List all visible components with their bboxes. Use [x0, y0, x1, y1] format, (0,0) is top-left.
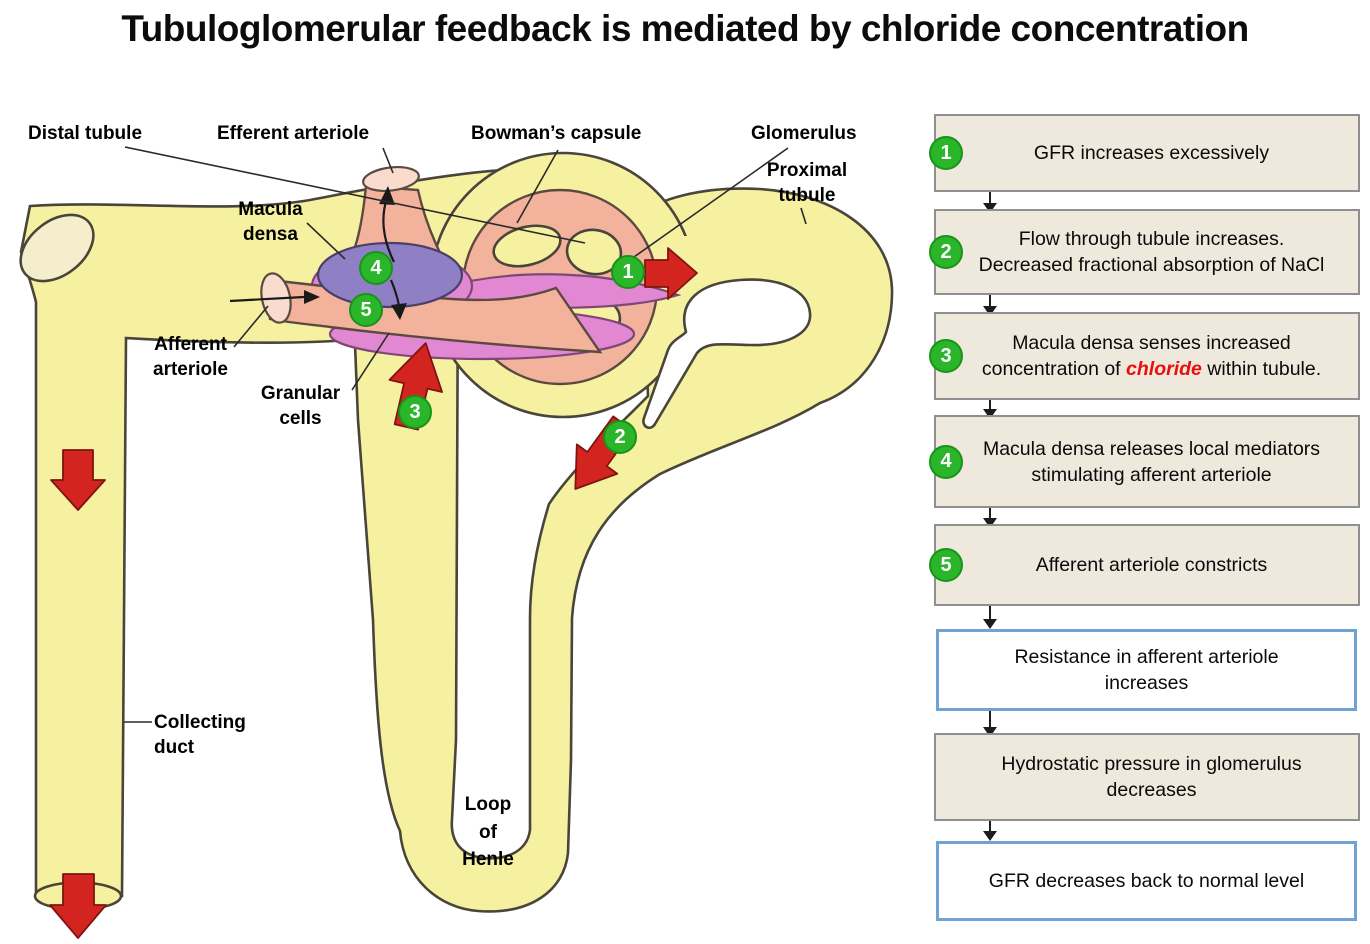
step-number-badge: 4 — [929, 444, 963, 479]
step-text: GFR increases excessively — [1033, 142, 1270, 164]
flow-arrow-1-icon — [644, 247, 698, 300]
chloride-highlight: chloride — [1126, 358, 1202, 380]
bowmans-capsule-label: Bowman’s capsule — [471, 123, 642, 144]
tubule-loop-shape — [350, 187, 894, 913]
diagram-badge-2: 2 — [603, 420, 637, 454]
step-text: Hydrostatic pressure in glomerulus decre… — [1001, 753, 1302, 801]
collecting-duct-label: Collecting duct — [154, 712, 246, 759]
step-text: Macula densa releases local mediators st… — [982, 437, 1321, 486]
flowchart-step-8: GFR decreases back to normal level — [920, 841, 1370, 921]
flowchart-box: Macula densa senses increased concentrat… — [934, 312, 1360, 400]
flowchart-step-4: 4 Macula densa releases local mediators … — [920, 415, 1370, 508]
flowchart-box: GFR increases excessively — [934, 114, 1360, 192]
afferent-arteriole-label: Afferent arteriole — [153, 334, 228, 381]
diagram-badge-3: 3 — [398, 395, 432, 429]
afferent-flow-arrow-icon — [229, 295, 305, 303]
loop-of-henle-label: Loop of Henle — [462, 794, 514, 871]
step-number-badge: 1 — [929, 136, 963, 170]
label-line-glomerulus — [633, 147, 789, 258]
step-number-badge: 3 — [929, 339, 963, 373]
feedback-flowchart: 1 GFR increases excessively 2 Flow throu… — [920, 114, 1370, 921]
afferent-flow-arrowhead-icon — [304, 290, 320, 304]
flowchart-step-7: Hydrostatic pressure in glomerulus decre… — [920, 733, 1370, 821]
down-arrow-icon — [982, 711, 998, 737]
flowchart-step-3: 3 Macula densa senses increased concentr… — [920, 312, 1370, 400]
down-arrow-icon — [982, 188, 998, 213]
step-text: Afferent arteriole constricts — [1035, 554, 1268, 576]
glomerulus-label: Glomerulus — [751, 123, 857, 144]
macula-to-arteriole-arrowhead-icon — [391, 303, 407, 320]
proximal-tubule-label: Proximal tubule — [766, 160, 848, 207]
flowchart-box: Flow through tubule increases. Decreased… — [934, 209, 1360, 295]
flowchart-box: Macula densa releases local mediators st… — [934, 415, 1360, 508]
down-arrow-icon — [982, 817, 998, 841]
flowchart-step-1: 1 GFR increases excessively — [920, 114, 1370, 192]
granular-cells-label: Granular cells — [260, 383, 341, 430]
flow-arrow-duct-outlet-icon — [49, 873, 107, 939]
step-text: Flow through tubule increases. Decreased… — [978, 228, 1325, 276]
diagram-badge-1: 1 — [611, 255, 645, 289]
flowchart-step-6: Resistance in afferent arteriole increas… — [920, 629, 1370, 711]
step-text: Macula densa senses increased concentrat… — [981, 332, 1322, 380]
label-line-bowmans-capsule — [516, 149, 559, 224]
diagram-badge-5: 5 — [349, 293, 383, 327]
collecting-duct-opening — [19, 213, 95, 283]
nephron-diagram — [19, 146, 894, 939]
flow-arrow-collecting-duct-icon — [50, 449, 106, 511]
flowchart-box: Afferent arteriole constricts — [934, 524, 1360, 606]
down-arrow-icon — [982, 504, 998, 528]
step-text: Resistance in afferent arteriole increas… — [1014, 646, 1279, 694]
efferent-arteriole-label: Efferent arteriole — [217, 123, 370, 144]
step-text: GFR decreases back to normal level — [988, 870, 1305, 892]
label-line-granular-cells — [351, 332, 390, 391]
flowchart-step-5: 5 Afferent arteriole constricts — [920, 524, 1370, 606]
proximal-loop-gap — [642, 278, 812, 430]
page-title: Tubuloglomerular feedback is mediated by… — [121, 8, 1249, 49]
efferent-arteriole-opening — [362, 165, 420, 193]
distal-tubule-label: Distal tubule — [28, 123, 143, 144]
diagram-badge-4: 4 — [359, 251, 393, 285]
down-arrow-icon — [982, 396, 998, 419]
label-line-distal-tubule — [124, 146, 586, 244]
label-line-efferent-arteriole — [382, 147, 394, 174]
flowchart-step-2: 2 Flow through tubule increases. Decreas… — [920, 209, 1370, 295]
flowchart-box: Resistance in afferent arteriole increas… — [936, 629, 1357, 711]
label-line-macula-densa — [306, 222, 346, 260]
label-line-proximal-tubule — [800, 207, 807, 225]
step-number-badge: 2 — [929, 235, 963, 269]
down-arrow-icon — [982, 291, 998, 316]
step-number-badge: 5 — [929, 548, 963, 582]
macula-densa-label: Macula densa — [238, 199, 303, 246]
flowchart-box: GFR decreases back to normal level — [936, 841, 1357, 921]
label-line-afferent-arteriole — [233, 305, 269, 348]
flowchart-box: Hydrostatic pressure in glomerulus decre… — [934, 733, 1360, 821]
down-arrow-icon — [982, 602, 998, 629]
